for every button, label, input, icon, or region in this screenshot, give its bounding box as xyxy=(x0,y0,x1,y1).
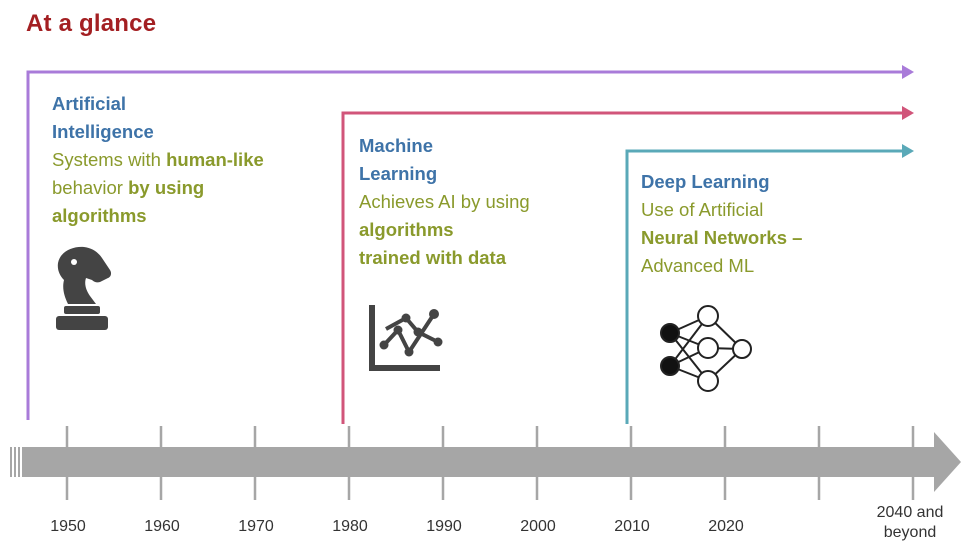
ai-desc-part4: by using xyxy=(128,177,205,198)
chess-knight-icon xyxy=(56,246,112,330)
ai-heading-line2: Intelligence xyxy=(52,121,154,142)
end-label-line2: beyond xyxy=(883,524,937,541)
year-label-2010: 2010 xyxy=(614,518,650,535)
year-label-1960: 1960 xyxy=(144,518,180,535)
year-label-2020: 2020 xyxy=(708,518,744,535)
ai-desc-part2: human-like xyxy=(166,149,264,170)
ai-desc-part3: behavior xyxy=(52,177,129,198)
dl-heading: Deep Learning xyxy=(641,171,770,192)
ml-era-text: Machine Learning Achieves AI by using al… xyxy=(359,132,589,272)
ml-heading-line1: Machine xyxy=(359,135,434,156)
ml-desc-part1: Achieves AI by using xyxy=(359,191,530,212)
ai-desc-line1: Systems with human-like xyxy=(52,146,332,174)
year-label-1970: 1970 xyxy=(238,518,274,535)
timeline-ticks xyxy=(65,426,915,500)
ai-era-arrow xyxy=(26,65,914,420)
ai-era-text: Artificial Intelligence Systems with hum… xyxy=(52,90,332,230)
year-label-2040-beyond: 2040 and beyond xyxy=(870,503,950,543)
ai-desc-part1: Systems with xyxy=(52,149,167,170)
ml-desc-part3: trained with data xyxy=(359,247,506,268)
ai-heading-line1: Artificial xyxy=(52,93,127,114)
end-label-line1: 2040 and xyxy=(876,504,944,521)
year-label-2000: 2000 xyxy=(520,518,556,535)
ml-heading-line2: Learning xyxy=(359,163,438,184)
neural-network-icon xyxy=(660,305,752,392)
dl-desc-part1: Use of Artificial xyxy=(641,199,764,220)
year-label-1950: 1950 xyxy=(50,518,86,535)
page-title: At a glance xyxy=(26,10,157,37)
dl-era-text: Deep Learning Use of Artificial Neural N… xyxy=(641,168,941,280)
dl-era-arrow xyxy=(625,144,914,424)
timeline-bar xyxy=(10,432,961,492)
ai-desc-part5: algorithms xyxy=(52,205,147,226)
ml-era-arrow xyxy=(341,106,914,424)
year-label-1990: 1990 xyxy=(426,518,462,535)
ai-desc-line2: behavior by using xyxy=(52,174,332,202)
scatter-trend-chart-icon xyxy=(369,305,443,371)
year-label-1980: 1980 xyxy=(332,518,368,535)
dl-desc-part3: Advanced ML xyxy=(641,255,755,276)
ml-desc-part2: algorithms xyxy=(359,219,454,240)
dl-desc-part2: Neural Networks – xyxy=(641,227,803,248)
